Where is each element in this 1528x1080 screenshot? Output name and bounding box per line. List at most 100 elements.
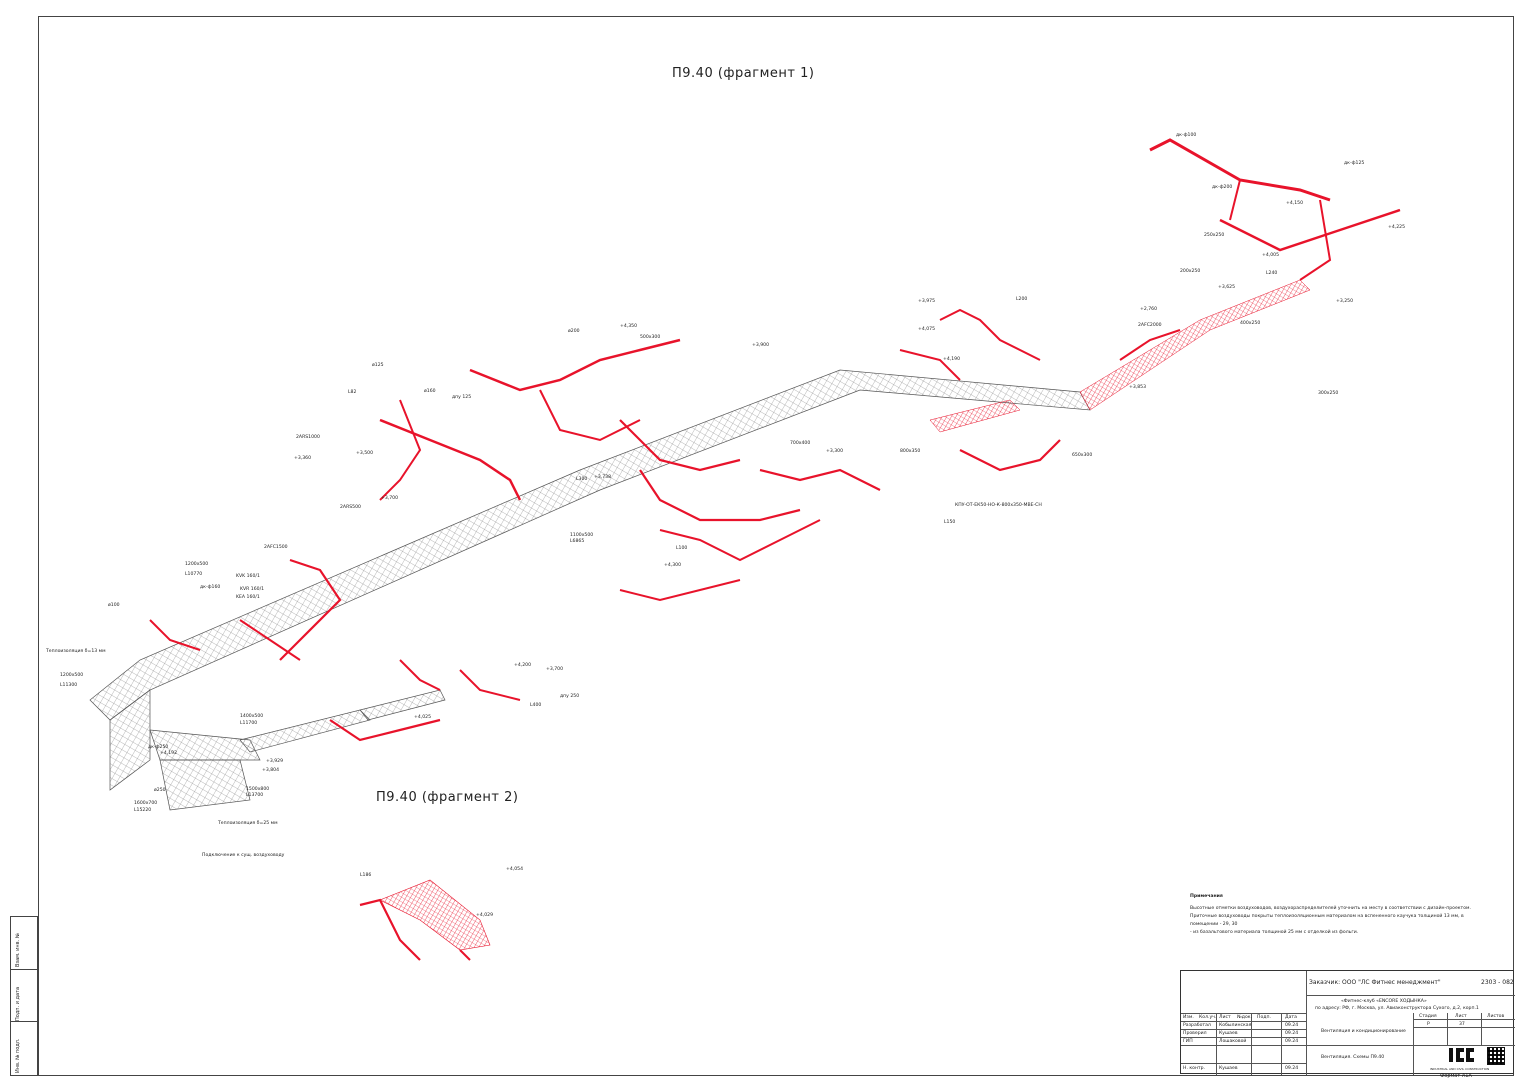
upper-trunk-duct xyxy=(929,279,1311,433)
label-duct-size: 700х400 xyxy=(790,440,810,446)
level-mark: +4,029 xyxy=(476,912,493,918)
role-developer: Разработал xyxy=(1183,1023,1211,1028)
label-duct-size: 200х250 xyxy=(1180,268,1200,274)
qr-code xyxy=(1487,1047,1505,1065)
role-norm: Н. контр. xyxy=(1183,1066,1206,1071)
label-duct-length: L300 xyxy=(576,476,587,482)
label-duct-size: 1200х500 xyxy=(185,561,208,567)
format-label: Формат А1А xyxy=(1440,1073,1472,1079)
level-mark: +4,005 xyxy=(1262,252,1279,258)
label-duct-size: 1100х500 xyxy=(570,532,593,538)
fragment-2-title: П9.40 (фрагмент 2) xyxy=(376,790,519,805)
note-line: Высотные отметки воздуховодов, воздухора… xyxy=(1190,906,1471,911)
name-checker: Кушаев xyxy=(1219,1031,1238,1036)
date: 09.24 xyxy=(1285,1023,1299,1028)
col-header: Изм. xyxy=(1183,1015,1194,1020)
level-mark: +3,900 xyxy=(752,342,769,348)
notes-title: Примечания xyxy=(1190,894,1223,899)
label-duct-size: 400х250 xyxy=(1240,320,1260,326)
label-diameter: ø250 xyxy=(154,787,166,793)
label-duct-length: L186 xyxy=(360,872,371,878)
top-right-branch xyxy=(1149,138,1401,281)
label-duct-size: 250х250 xyxy=(1204,232,1224,238)
name-norm: Кушаев xyxy=(1219,1066,1238,1071)
label-grille: 2ARS1000 xyxy=(296,434,320,440)
role-checker: Проверил xyxy=(1183,1031,1207,1036)
label-valve: дпу 125 xyxy=(452,394,471,400)
label-diameter: ø200 xyxy=(568,328,580,334)
branch-network xyxy=(149,308,1181,742)
level-mark: +3,853 xyxy=(1129,384,1146,390)
label-equipment: KEA 160/1 xyxy=(236,594,260,600)
level-mark: +2,760 xyxy=(1140,306,1157,312)
label-duct-size: 800х350 xyxy=(900,448,920,454)
level-mark: +4,054 xyxy=(506,866,523,872)
sheet-value: 37 xyxy=(1459,1022,1465,1027)
level-mark: +4,300 xyxy=(664,562,681,568)
label-insul-25: Теплоизоляция δ=25 мм xyxy=(217,820,278,826)
level-mark: +3,300 xyxy=(826,448,843,454)
notes-block: Примечания Высотные отметки воздуховодов… xyxy=(1190,893,1490,937)
col-header: Дата xyxy=(1285,1015,1297,1020)
label-duct-size: 1400х500 xyxy=(240,713,263,719)
label-diameter: ø100 xyxy=(108,602,120,608)
label-duct-length: L15220 xyxy=(134,807,151,813)
label-grille: 2ARS500 xyxy=(340,504,361,510)
customer: Заказчик: ООО "ЛС Фитнес менеджмент" xyxy=(1309,979,1441,986)
label-duct-length: L13700 xyxy=(246,792,263,798)
company-sub: INDUSTRIAL AND CIVIL CONSTRUCTION xyxy=(1430,1067,1490,1071)
level-mark: +4,075 xyxy=(918,326,935,332)
level-mark: +3,975 xyxy=(918,298,935,304)
fragment-2-network xyxy=(359,879,491,961)
note-line: - из базальтового материала толщиной 25 … xyxy=(1190,930,1359,935)
company-logo xyxy=(1449,1048,1474,1062)
name-developer: Кобылинская xyxy=(1219,1023,1252,1028)
main-trunk-duct xyxy=(89,369,1091,811)
label-duct-length: L240 xyxy=(1266,270,1277,276)
label-valve: дпу 250 xyxy=(560,693,579,699)
label-connect: Подключение к сущ. воздуховоду xyxy=(202,852,285,858)
date: 09.24 xyxy=(1285,1039,1299,1044)
name-gip: Лошаковой xyxy=(1219,1039,1247,1044)
sheet-frame xyxy=(38,16,1514,1076)
label-duct-size: 1600х700 xyxy=(134,800,157,806)
label-diffuser: дк-ф200 xyxy=(1212,184,1232,190)
sheets-header: Листов xyxy=(1487,1014,1505,1019)
title-block: Заказчик: ООО "ЛС Фитнес менеджмент" 230… xyxy=(1180,970,1515,1075)
label-duct-size: 1200х500 xyxy=(60,672,83,678)
level-mark: +4,350 xyxy=(620,323,637,329)
level-mark: +3,250 xyxy=(1336,298,1353,304)
level-mark: +3,500 xyxy=(356,450,373,456)
label-equipment: KVK 160/1 xyxy=(236,573,260,579)
binding-strip: Инв. № подл. Подп. и дата Взам. инв. № xyxy=(10,916,38,1076)
level-mark: +4,025 xyxy=(414,714,431,720)
label-duct-size: 300х250 xyxy=(1318,390,1338,396)
label-duct-length: L10770 xyxy=(185,571,202,577)
label-duct-length: L150 xyxy=(944,519,955,525)
label-duct-size: 650х300 xyxy=(1072,452,1092,458)
object-line-2: по адресу: РФ, г. Москва, ул. Авиаконстр… xyxy=(1315,1006,1479,1011)
col-header: Кол.уч. xyxy=(1199,1015,1217,1020)
label-duct-length: L100 xyxy=(676,545,687,551)
section-name: Вентиляция и кондиционирование xyxy=(1321,1029,1406,1034)
role-gip: ГИП xyxy=(1183,1039,1193,1044)
level-mark: +4,200 xyxy=(514,662,531,668)
col-header: №док. xyxy=(1237,1015,1252,1020)
stage-value: Р xyxy=(1427,1022,1430,1027)
label-duct-size: 1500х800 xyxy=(246,786,269,792)
label-duct-length: L11700 xyxy=(240,720,257,726)
date: 09.24 xyxy=(1285,1066,1299,1071)
col-header: Лист xyxy=(1219,1015,1231,1020)
label-diameter: ø160 xyxy=(424,388,436,394)
level-mark: +4,225 xyxy=(1388,224,1405,230)
fragment-1-title: П9.40 (фрагмент 1) xyxy=(672,66,815,81)
label-diameter: ø125 xyxy=(372,362,384,368)
label-duct-length: L400 xyxy=(530,702,541,708)
project-code: 2303 - 082 xyxy=(1481,979,1514,986)
label-insul-13: Теплоизоляция δ=13 мм xyxy=(45,648,106,654)
label-duct-length: L82 xyxy=(348,389,356,395)
level-mark: +4,190 xyxy=(943,356,960,362)
drawing-labels: Теплоизоляция δ=13 мм 1200х500 L11300 12… xyxy=(45,132,1405,918)
level-mark: +3,738 xyxy=(594,474,611,480)
